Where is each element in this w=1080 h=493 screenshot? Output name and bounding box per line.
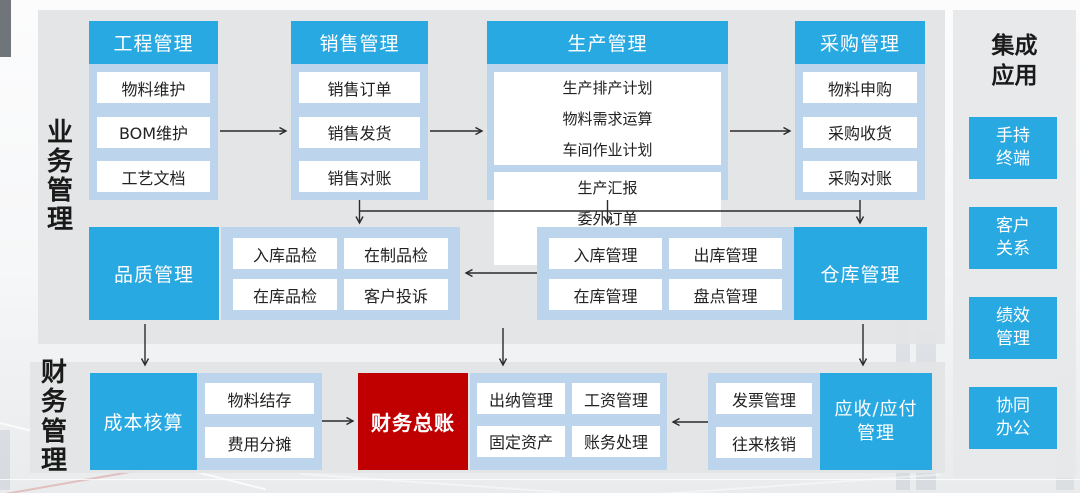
- app-performance-management: 绩效管理: [969, 297, 1057, 359]
- cost-items: 物料结存 费用分摊: [197, 373, 322, 470]
- node-inprocess-inspection: 在制品检: [344, 238, 448, 269]
- background-photo-fragment: [0, 0, 11, 57]
- cost-accounting-box: 成本核算: [90, 373, 197, 470]
- node-invoice-management: 发票管理: [716, 383, 812, 414]
- quality-management-box: 品质管理: [89, 227, 219, 320]
- node-outbound-management: 出库管理: [669, 238, 782, 269]
- invoice-items: 发票管理 往来核销: [708, 373, 820, 470]
- app-customer-relationship: 客户关系: [969, 207, 1057, 269]
- background-building: [0, 430, 10, 490]
- production-items-left: 生产排产计划 物料需求运算 车间作业计划: [494, 72, 721, 165]
- engineering-items: 物料维护 BOM维护 工艺文档: [89, 64, 218, 200]
- purchasing-items: 物料申购 采购收货 采购对账: [795, 64, 925, 200]
- node-material-balance: 物料结存: [205, 383, 314, 414]
- node-payroll-management: 工资管理: [572, 383, 660, 414]
- node-stock-inspection: 在库品检: [233, 279, 337, 310]
- production-items: 生产排产计划 物料需求运算 车间作业计划 生产汇报 委外订单 受托订单: [487, 64, 728, 265]
- background-floor-line: [640, 473, 940, 493]
- warehouse-items: 入库管理 出库管理 在库管理 盘点管理: [537, 227, 794, 320]
- integration-title: 集成应用: [991, 33, 1038, 89]
- quality-items: 入库品检 在制品检 在库品检 客户投诉: [221, 227, 460, 320]
- sales-header: 销售管理: [291, 21, 428, 64]
- node-shopfloor-plan: 车间作业计划: [494, 134, 721, 165]
- node-material-maintenance: 物料维护: [97, 72, 210, 103]
- engineering-header: 工程管理: [89, 21, 218, 64]
- node-material-requisition: 物料申购: [803, 72, 917, 103]
- ledger-sub-items: 出纳管理 工资管理 固定资产 账务处理: [470, 373, 667, 470]
- node-stock-management: 在库管理: [549, 279, 662, 310]
- node-sales-order: 销售订单: [299, 72, 420, 103]
- engineering-column: 工程管理 物料维护 BOM维护 工艺文档: [89, 21, 218, 200]
- node-process-document: 工艺文档: [97, 161, 210, 192]
- node-stocktake-management: 盘点管理: [669, 279, 782, 310]
- node-customer-complaint: 客户投诉: [344, 279, 448, 310]
- node-sales-reconciliation: 销售对账: [299, 161, 420, 192]
- purchasing-header: 采购管理: [795, 21, 925, 64]
- node-incoming-inspection: 入库品检: [233, 238, 337, 269]
- warehouse-management-box: 仓库管理: [794, 227, 927, 320]
- node-purchase-receiving: 采购收货: [803, 116, 917, 148]
- app-handheld-terminal: 手持终端: [969, 117, 1057, 179]
- app-collaborative-office: 协同办公: [969, 387, 1057, 449]
- node-account-processing: 账务处理: [572, 425, 660, 457]
- node-expense-allocation: 费用分摊: [205, 427, 314, 458]
- node-fixed-assets: 固定资产: [477, 425, 565, 457]
- receivable-payable-box: 应收/应付管理: [820, 373, 932, 470]
- node-production-scheduling: 生产排产计划: [494, 72, 721, 103]
- node-inbound-management: 入库管理: [549, 238, 662, 269]
- finance-section-label: 财务管理: [40, 358, 67, 476]
- production-header: 生产管理: [487, 21, 728, 64]
- node-purchase-reconciliation: 采购对账: [803, 161, 917, 192]
- node-cashier-management: 出纳管理: [477, 383, 565, 414]
- node-transaction-writeoff: 往来核销: [716, 427, 812, 458]
- general-ledger-box: 财务总账: [358, 373, 468, 470]
- sales-items: 销售订单 销售发货 销售对账: [291, 64, 428, 200]
- production-column: 生产管理 生产排产计划 物料需求运算 车间作业计划 生产汇报 委外订单 受托订单: [487, 21, 728, 265]
- node-mrp-calculation: 物料需求运算: [494, 103, 721, 134]
- background-floor-line: [0, 479, 1080, 480]
- purchasing-column: 采购管理 物料申购 采购收货 采购对账: [795, 21, 925, 200]
- sales-column: 销售管理 销售订单 销售发货 销售对账: [291, 21, 428, 200]
- business-section-label: 业务管理: [46, 117, 73, 236]
- node-sales-delivery: 销售发货: [299, 116, 420, 148]
- node-production-report: 生产汇报: [494, 172, 721, 203]
- receivable-payable-label: 应收/应付管理: [834, 399, 918, 444]
- node-bom-maintenance: BOM维护: [97, 116, 210, 148]
- background-floor-line: [300, 472, 560, 493]
